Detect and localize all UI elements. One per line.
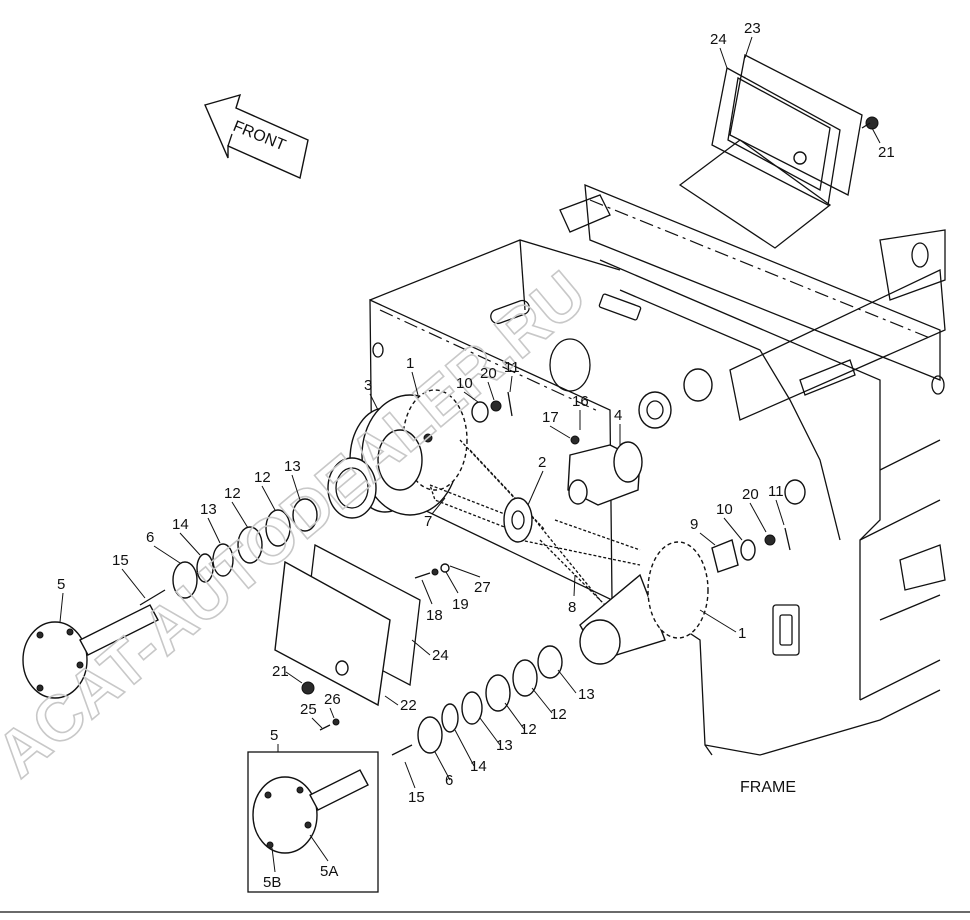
plug-21-top	[861, 116, 879, 130]
callout-13: 13	[496, 737, 513, 754]
callout-15: 15	[408, 789, 425, 806]
callout-18: 18	[426, 607, 443, 624]
callout-13: 13	[284, 458, 301, 475]
callout-5: 5	[270, 727, 278, 744]
callout-5: 5	[57, 576, 65, 593]
callout-14: 14	[172, 516, 189, 533]
callout-5B: 5B	[263, 874, 281, 891]
callout-11: 11	[768, 483, 784, 500]
callout-3: 3	[364, 377, 372, 394]
frame-body	[369, 183, 946, 756]
hub-sprocket-left	[327, 389, 468, 519]
callout-8: 8	[568, 599, 576, 616]
callout-21: 21	[878, 144, 895, 161]
callout-20: 20	[480, 365, 497, 382]
callout-24: 24	[432, 647, 449, 664]
callout-23: 23	[744, 20, 761, 37]
callout-19: 19	[452, 596, 469, 613]
callout-17: 17	[542, 409, 559, 426]
callout-20: 20	[742, 486, 759, 503]
callout-26: 26	[324, 691, 341, 708]
callout-5A: 5A	[320, 863, 338, 880]
callout-13: 13	[578, 686, 595, 703]
axle-upper	[22, 604, 159, 699]
bearings-lower-row	[391, 645, 563, 756]
callout-21: 21	[272, 663, 289, 680]
callout-13: 13	[200, 501, 217, 518]
callout-14: 14	[470, 758, 487, 775]
callout-24: 24	[710, 31, 727, 48]
axle-inset	[247, 751, 379, 893]
frame-label: FRAME	[740, 779, 796, 796]
callout-4: 4	[614, 407, 622, 424]
callout-1: 1	[406, 355, 414, 372]
center-sprocket	[503, 497, 533, 543]
bearings-upper-row	[139, 498, 318, 606]
callout-27: 27	[474, 579, 491, 596]
lower-cover-plates	[274, 543, 421, 731]
callout-16: 16	[572, 393, 589, 410]
callout-11: 11	[504, 359, 520, 376]
callout-9: 9	[690, 516, 698, 533]
fasteners-upper	[471, 391, 513, 423]
callout-10: 10	[716, 501, 733, 518]
callout-25: 25	[300, 701, 317, 718]
callout-12: 12	[550, 706, 567, 723]
drive-motor	[567, 435, 643, 506]
bolt-18-19	[414, 563, 450, 579]
callout-22: 22	[400, 697, 417, 714]
callout-1: 1	[738, 625, 746, 642]
fasteners-right	[711, 527, 791, 573]
callout-2: 2	[538, 454, 546, 471]
callout-6: 6	[146, 529, 154, 546]
front-arrow	[204, 93, 309, 179]
callout-6: 6	[445, 772, 453, 789]
leader-lines	[59, 36, 881, 873]
callout-12: 12	[254, 469, 271, 486]
hub-sprocket-right	[579, 541, 709, 665]
callout-7: 7	[424, 513, 432, 530]
callout-10: 10	[456, 375, 473, 392]
top-cover-plate	[678, 54, 863, 249]
callout-12: 12	[520, 721, 537, 738]
callout-12: 12	[224, 485, 241, 502]
callout-15: 15	[112, 552, 129, 569]
